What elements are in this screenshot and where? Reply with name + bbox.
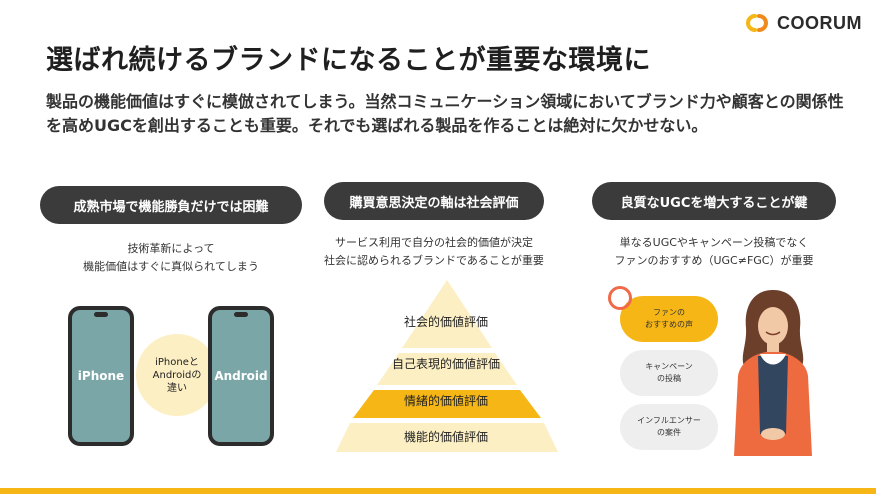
- android-label: Android: [214, 369, 268, 383]
- brand-name: COORUM: [777, 12, 862, 33]
- diff-line-3: 違い: [166, 382, 187, 394]
- col2-caption-line-2: 社会に認められるブランドであることが重要: [324, 254, 544, 267]
- pyramid-label-emotional: 情緒的価値評価: [403, 394, 488, 408]
- bubble3-line-2: の案件: [656, 428, 681, 437]
- page-title: 選ばれ続けるブランドになることが重要な環境に: [46, 45, 651, 76]
- bubble-campaign-post: キャンペーン の投稿: [620, 350, 718, 396]
- bubble-influencer-deal: インフルエンサー の案件: [620, 404, 718, 450]
- bubble1-line-2: おすすめの声: [645, 320, 693, 329]
- difference-circle: iPhoneと Androidの 違い: [136, 334, 218, 416]
- col1-caption-line-1: 技術革新によって: [127, 242, 215, 255]
- pyramid-level-functional: [336, 423, 558, 452]
- bubble2-line-1: キャンペーン: [645, 362, 693, 371]
- col1-caption-line-2: 機能価値はすぐに真似られてしまう: [83, 260, 259, 273]
- brand-logo: COORUM: [743, 12, 862, 34]
- coorum-logo-icon: [746, 14, 768, 32]
- woman-illustration-icon: [734, 290, 812, 456]
- value-pyramid: [336, 280, 558, 452]
- iphone-label: iPhone: [77, 369, 125, 383]
- highlight-circle-icon: [608, 286, 632, 310]
- col2-caption: サービス利用で自分の社会的価値が決定 社会に認められるブランドであることが重要: [316, 234, 552, 270]
- pyramid-label-self-expression: 自己表現的価値評価: [391, 357, 500, 371]
- col3-heading: 良質なUGCを増大することが鍵: [592, 182, 836, 220]
- lead-text: 製品の機能価値はすぐに模倣されてしまう。当然コミュニケーション領域においてブラン…: [46, 90, 846, 138]
- bubble3-line-1: インフルエンサー: [637, 416, 701, 425]
- bottom-accent-bar: [0, 488, 876, 494]
- iphone-illustration: iPhone: [68, 306, 134, 446]
- col2-heading: 購買意思決定の軸は社会評価: [324, 182, 544, 220]
- pyramid-level-self-expression: [377, 353, 517, 385]
- bubble1-line-1: ファンの: [653, 308, 685, 317]
- col1-caption: 技術革新によって 機能価値はすぐに真似られてしまう: [40, 240, 302, 276]
- pyramid-level-emotional: [353, 390, 541, 418]
- pyramid-label-social: 社会的価値評価: [403, 315, 488, 329]
- col3-caption-line-2: ファンのおすすめ（UGC≠FGC）が重要: [614, 254, 814, 267]
- lead-line-2: を高めUGCを創出することも重要。それでも選ばれる製品を作ることは絶対に欠かせな…: [46, 116, 708, 135]
- col3-caption: 単なるUGCやキャンペーン投稿でなく ファンのおすすめ（UGC≠FGC）が重要: [590, 234, 838, 270]
- lead-line-1: 製品の機能価値はすぐに模倣されてしまう。当然コミュニケーション領域においてブラン…: [46, 92, 844, 111]
- android-illustration: Android: [208, 306, 274, 446]
- col1-heading: 成熟市場で機能勝負だけでは困難: [40, 186, 302, 224]
- diff-line-1: iPhoneと: [155, 356, 199, 368]
- bubble2-line-2: の投稿: [656, 374, 681, 383]
- diff-line-2: Androidの: [152, 369, 202, 381]
- bubble-fan-recommendation: ファンの おすすめの声: [620, 296, 718, 342]
- pyramid-level-social: [402, 280, 492, 348]
- col3-caption-line-1: 単なるUGCやキャンペーン投稿でなく: [619, 236, 809, 249]
- pyramid-label-functional: 機能的価値評価: [403, 430, 488, 444]
- col2-caption-line-1: サービス利用で自分の社会的価値が決定: [335, 236, 533, 249]
